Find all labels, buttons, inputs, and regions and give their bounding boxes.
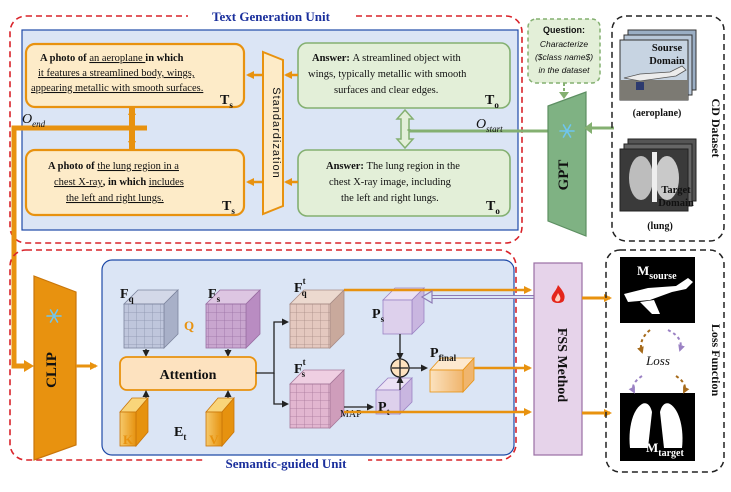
clip-label: CLIP bbox=[44, 352, 60, 388]
ts-bottom-line-2: chest X-ray, in which includes bbox=[54, 177, 184, 188]
m-source-label: Msourse bbox=[637, 263, 677, 282]
source-domain-image bbox=[619, 39, 689, 101]
pfinal-probability-bar: Pfinal bbox=[429, 346, 475, 394]
loss-function-area: Loss Function Msourse Mtarget Loss bbox=[605, 249, 725, 473]
target-mask-image bbox=[620, 393, 695, 461]
plus-operator bbox=[390, 334, 428, 390]
text-generation-title: Text Generation Unit bbox=[212, 9, 331, 24]
question-line-2: ($class name$) bbox=[535, 52, 593, 62]
to-top-line-1: Answer: A streamlined object with bbox=[312, 53, 461, 64]
pfinal-label: Pfinal bbox=[430, 346, 457, 363]
question-line-3: in the dataset bbox=[538, 65, 590, 75]
q-label: Q bbox=[184, 318, 194, 333]
attention-label: Attention bbox=[160, 368, 217, 383]
o-end-label: Oend bbox=[22, 112, 46, 129]
m-target-label: Mtarget bbox=[646, 440, 684, 459]
ts-bottom-line-1: A photo of the lung region in a bbox=[48, 161, 179, 172]
question-title: Question: bbox=[543, 25, 585, 35]
text-unit-arrows: Ostart Oend bbox=[11, 71, 555, 372]
v-label: V bbox=[209, 432, 219, 447]
et-label: Et bbox=[174, 425, 186, 442]
target-caption: (lung) bbox=[647, 221, 673, 232]
to-top-line-2: wings, typically metallic with smooth bbox=[308, 69, 467, 80]
to-bottom-line-1: Answer: The lung region in the bbox=[326, 161, 460, 172]
target-domain-image bbox=[619, 148, 689, 212]
o-start-label: Ostart bbox=[476, 117, 503, 134]
semantic-guided-title: Semantic-guided Unit bbox=[226, 456, 348, 471]
question-line-1: Characterize bbox=[540, 39, 588, 49]
target-domain-label-1: Target bbox=[661, 185, 691, 196]
cd-dataset-label: CD Dataset bbox=[709, 99, 723, 158]
to-top-line-3: surfaces and clear edges. bbox=[334, 85, 438, 96]
title-mask bbox=[188, 9, 356, 25]
loss-function-label: Loss Function bbox=[709, 324, 723, 397]
clip-block: CLIP bbox=[33, 275, 98, 461]
fq-label: Fq bbox=[120, 287, 134, 304]
ts-bottom-line-3: the left and right lungs. bbox=[66, 193, 164, 204]
question-box: Question: Characterize ($class name$) in… bbox=[527, 18, 601, 99]
ps-label: Ps bbox=[372, 307, 385, 324]
fss-method-label: FSS Method bbox=[554, 328, 569, 403]
snowflake-icon bbox=[46, 309, 62, 323]
gpt-block: GPT bbox=[547, 91, 614, 237]
k-label: K bbox=[123, 432, 134, 447]
standardization-label: Standardization bbox=[270, 87, 282, 178]
answer-double-arrow bbox=[395, 108, 415, 150]
fq-feature-cube: Fq Q bbox=[120, 287, 194, 349]
to-fss-arrows bbox=[344, 286, 536, 416]
source-mask-image bbox=[620, 257, 695, 323]
target-domain-label-2: Domain bbox=[658, 198, 694, 209]
to-bottom-line-3: the left and right lungs. bbox=[341, 193, 439, 204]
fs-label: Fs bbox=[208, 287, 221, 304]
ts-top-tag: Ts bbox=[220, 93, 233, 110]
o-end-path bbox=[11, 125, 147, 369]
to-bottom-box: Answer: The lung region in the chest X-r… bbox=[297, 149, 511, 217]
v-embedding-bar: V bbox=[205, 396, 235, 448]
attention-output-arrows bbox=[256, 318, 289, 408]
source-domain-label-1: Sourse bbox=[652, 43, 683, 54]
ts-bottom-box: A photo of the lung region in a chest X-… bbox=[24, 148, 246, 217]
ts-top-box: A photo of an aeroplane in which it feat… bbox=[24, 42, 246, 110]
snowflake-icon bbox=[559, 124, 575, 138]
ts-bottom-tag: Ts bbox=[222, 199, 235, 216]
ts-top-line-3: appearing metallic with smooth surfaces. bbox=[31, 83, 203, 94]
source-caption: (aeroplane) bbox=[633, 108, 682, 119]
ts-top-line-2: it features a streamlined body, wings, bbox=[38, 68, 195, 79]
ts-top-line-1: A photo of an aeroplane in which bbox=[40, 53, 184, 64]
to-bottom-tag: To bbox=[486, 199, 500, 216]
fs-feature-cube: Fs bbox=[205, 287, 261, 349]
to-top-tag: To bbox=[485, 93, 499, 110]
k-embedding-bar: K bbox=[119, 396, 149, 448]
source-domain-label-2: Domain bbox=[649, 56, 685, 67]
loss-label: Loss bbox=[645, 353, 670, 368]
flame-icon bbox=[551, 285, 565, 303]
standardization-block: Standardization bbox=[262, 50, 284, 216]
to-bottom-line-2: chest X-ray image, including bbox=[329, 177, 452, 188]
cd-dataset: CD Dataset Sourse Domain (aeroplane) Tar… bbox=[611, 15, 725, 242]
map-label: MAP bbox=[340, 409, 362, 420]
gpt-label: GPT bbox=[556, 160, 572, 191]
attention-block: Attention bbox=[119, 349, 257, 398]
to-top-box: Answer: A streamlined object with wings,… bbox=[297, 42, 511, 110]
fss-method-block: FSS Method bbox=[533, 262, 612, 456]
semantic-title-mask bbox=[204, 456, 368, 472]
